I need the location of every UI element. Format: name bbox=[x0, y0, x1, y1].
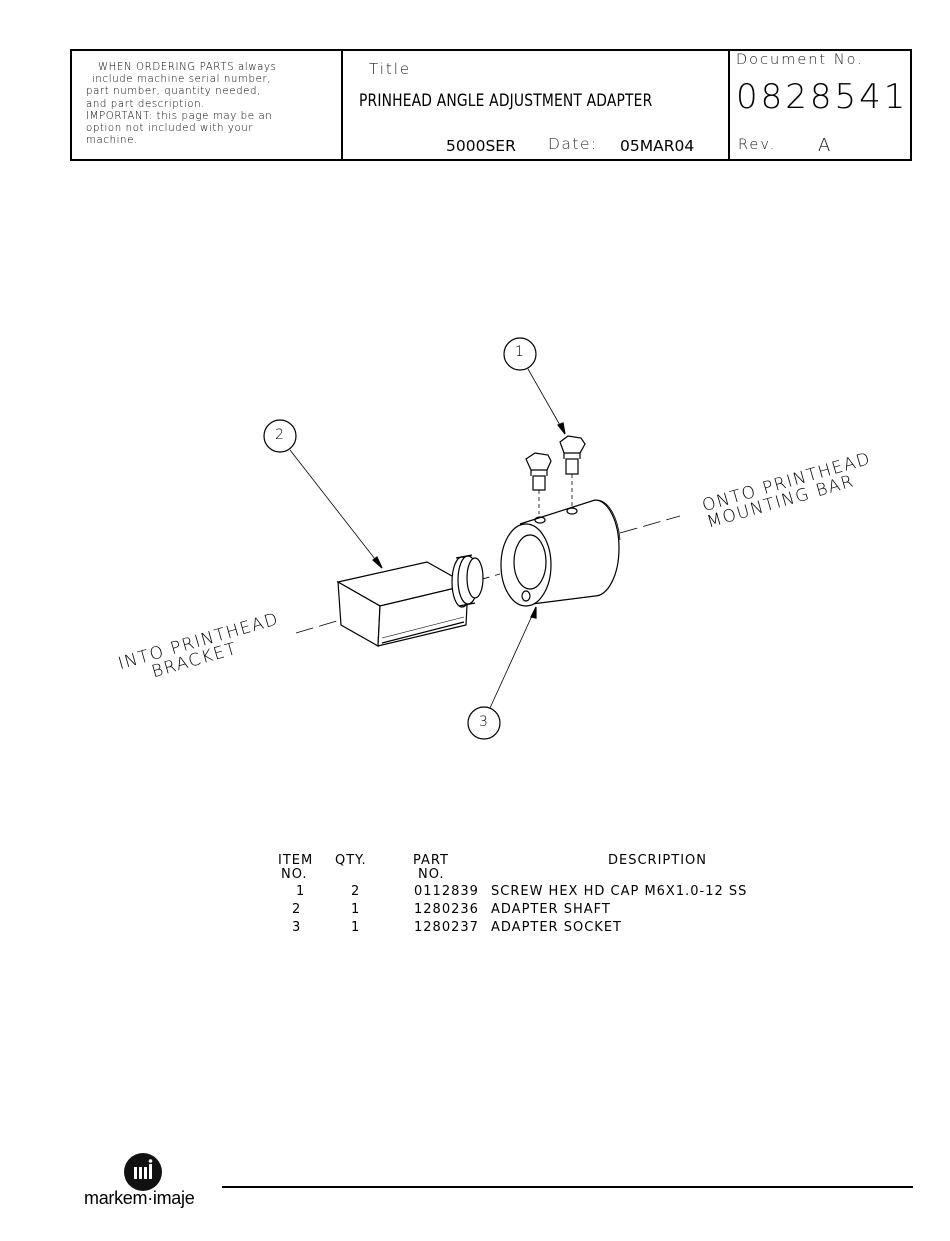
row-2-part: 1280236 bbox=[414, 902, 479, 917]
title-cell: Title PRINHEAD ANGLE ADJUSTMENT ADAPTER … bbox=[343, 51, 730, 159]
row-3-part: 1280237 bbox=[414, 920, 479, 935]
callout-1-number: 1 bbox=[515, 344, 524, 360]
row-1-part: 0112839 bbox=[414, 884, 479, 899]
hex-cap-screws bbox=[525, 435, 586, 514]
series-code: 5000SER bbox=[446, 137, 516, 155]
logo-glyph bbox=[134, 1159, 153, 1179]
adapter-socket bbox=[500, 499, 621, 607]
drawing-title: PRINHEAD ANGLE ADJUSTMENT ADAPTER bbox=[359, 91, 653, 110]
note-line: include machine serial number, bbox=[92, 74, 272, 86]
screw-left bbox=[525, 452, 552, 514]
callout-1 bbox=[503, 337, 566, 435]
callout-3 bbox=[467, 606, 537, 740]
row-3-item: 3 bbox=[292, 920, 301, 935]
markem-imaje-logo-icon bbox=[124, 1153, 162, 1191]
header-item: ITEM bbox=[278, 853, 314, 868]
adapter-shaft bbox=[336, 554, 484, 648]
row-2-item: 2 bbox=[292, 902, 301, 917]
row-3-qty: 1 bbox=[351, 920, 360, 935]
rev-value: A bbox=[818, 135, 831, 156]
document-number: 0828541 bbox=[736, 77, 909, 117]
header-description: DESCRIPTION bbox=[608, 853, 707, 868]
row-1-item: 1 bbox=[296, 884, 305, 899]
title-label: Title bbox=[369, 60, 412, 78]
document-cell: Document No. 0828541 Rev. A bbox=[730, 51, 910, 159]
header-part-no: NO. bbox=[418, 867, 445, 882]
note-line: WHEN ORDERING PARTS always bbox=[98, 62, 277, 73]
note-line: part number, quantity needed, bbox=[86, 86, 261, 98]
note-line: machine. bbox=[86, 135, 138, 147]
date-label: Date: bbox=[548, 135, 598, 153]
header-item-no: NO. bbox=[281, 867, 308, 882]
header-qty: QTY. bbox=[335, 853, 367, 868]
row-2-description: ADAPTER SHAFT bbox=[491, 902, 611, 917]
ordering-note-cell: WHEN ORDERING PARTS always include machi… bbox=[72, 51, 343, 159]
callout-2-number: 2 bbox=[275, 427, 284, 443]
row-2-qty: 1 bbox=[351, 902, 360, 917]
note-line: and part description. bbox=[86, 98, 206, 110]
document-label: Document No. bbox=[736, 52, 864, 68]
header-part: PART bbox=[413, 853, 449, 868]
callout-2 bbox=[263, 419, 383, 569]
ordering-note: WHEN ORDERING PARTS always include machi… bbox=[86, 62, 338, 147]
note-line: IMPORTANT: this page may be an bbox=[86, 110, 273, 122]
row-3-description: ADAPTER SOCKET bbox=[491, 920, 622, 935]
row-1-description: SCREW HEX HD CAP M6X1.0-12 SS bbox=[491, 884, 748, 899]
rev-label: Rev. bbox=[738, 137, 777, 153]
note-line: option not included with your bbox=[86, 123, 254, 135]
footer-rule bbox=[222, 1186, 913, 1188]
screw-right bbox=[559, 435, 586, 506]
date-value: 05MAR04 bbox=[620, 137, 695, 155]
row-1-qty: 2 bbox=[351, 884, 360, 899]
callout-3-number: 3 bbox=[479, 714, 488, 730]
title-block: WHEN ORDERING PARTS always include machi… bbox=[70, 49, 912, 161]
logo-wordmark: markem·imaje bbox=[84, 1188, 195, 1208]
